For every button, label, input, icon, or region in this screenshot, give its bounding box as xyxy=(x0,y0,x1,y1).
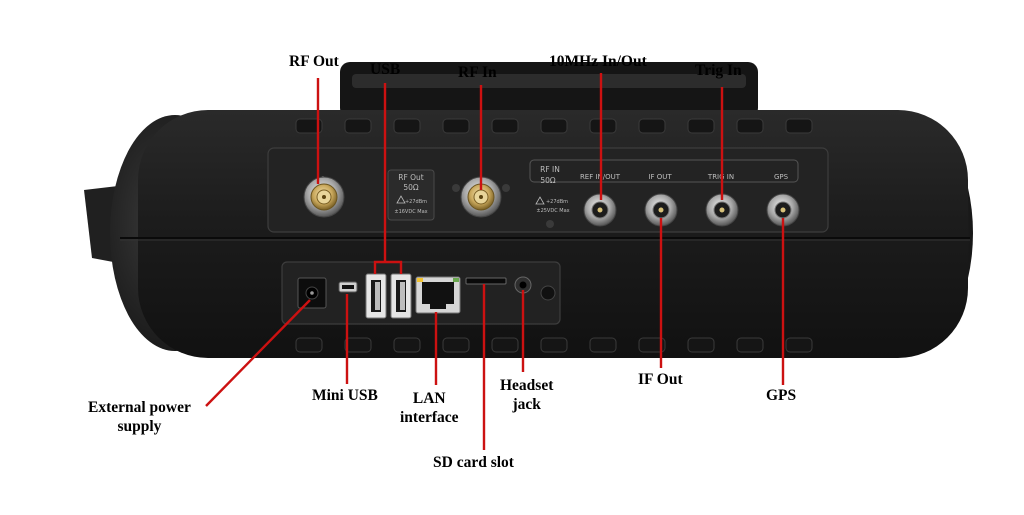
rf-in-panel-power: +27dBm xyxy=(546,199,568,205)
label-usb: USB xyxy=(370,60,400,79)
rf-out-panel-power: +27dBm xyxy=(405,199,427,205)
rf-connector-panel xyxy=(267,147,829,233)
rf-in-connector xyxy=(452,176,554,228)
label-10mhz: 10MHz In/Out xyxy=(549,52,647,71)
leader-usb-bracket xyxy=(373,260,403,274)
rf-in-panel-impedance: 50Ω xyxy=(540,176,556,185)
label-trig-in-text: Trig In xyxy=(695,62,742,79)
label-gps-text: GPS xyxy=(766,387,797,404)
rf-out-panel-impedance: 50Ω xyxy=(403,183,419,192)
warning-icon xyxy=(535,196,545,205)
trig-in-panel-label: TRIG IN xyxy=(707,173,734,181)
rf-in-spec: RF IN 50Ω +27dBm ±25VDC Max xyxy=(535,165,570,214)
label-gps: GPS xyxy=(766,386,796,405)
trig-in-connector xyxy=(705,193,739,227)
label-lan-line1: LAN xyxy=(412,390,446,407)
label-sd-card: SD card slot xyxy=(433,453,514,472)
label-headset-line1: Headset xyxy=(500,377,554,394)
if-out-panel-label: IF OUT xyxy=(648,173,672,181)
label-lan-line2: interface xyxy=(400,409,459,426)
rf-in-panel-vdc: ±25VDC Max xyxy=(536,208,569,214)
sd-card-slot xyxy=(465,277,507,285)
label-sd-card-text: SD card slot xyxy=(433,454,514,471)
label-ext-power-line2: supply xyxy=(117,418,162,435)
label-headset: Headset jack xyxy=(500,376,553,414)
leader-ext-power xyxy=(205,299,311,407)
rf-out-panel-vdc: ±16VDC Max xyxy=(394,209,427,215)
mini-usb-port xyxy=(338,281,358,293)
label-headset-line2: jack xyxy=(512,396,541,413)
label-usb-text: USB xyxy=(370,61,401,78)
grip-bumps xyxy=(295,118,813,353)
label-lan: LAN interface xyxy=(400,389,459,427)
label-ext-power-line1: External power xyxy=(88,399,191,416)
label-rf-in-text: RF In xyxy=(458,64,497,81)
usb-port-1 xyxy=(365,273,387,319)
label-trig-in: Trig In xyxy=(695,61,742,80)
if-out-connector xyxy=(644,193,678,227)
label-mini-usb-text: Mini USB xyxy=(312,387,378,404)
label-mini-usb: Mini USB xyxy=(312,386,378,405)
label-rf-out-text: RF Out xyxy=(289,53,339,70)
label-if-out-text: IF Out xyxy=(638,371,683,388)
dc-power-jack xyxy=(297,277,327,309)
usb-port-2 xyxy=(390,273,412,319)
carry-handle xyxy=(340,62,758,118)
warning-icon xyxy=(396,195,406,204)
rf-out-panel-label: RF Out xyxy=(398,173,424,182)
label-rf-out: RF Out xyxy=(289,52,339,71)
label-rf-in: RF In xyxy=(458,63,497,82)
rf-in-panel-label: RF IN xyxy=(540,165,560,174)
label-if-out: IF Out xyxy=(638,370,683,389)
lan-port xyxy=(415,276,461,314)
gps-panel-label: GPS xyxy=(774,173,789,181)
gps-connector xyxy=(766,193,800,227)
headset-jack xyxy=(514,276,556,301)
rf-out-spec-box: RF Out 50Ω +27dBm ±16VDC Max xyxy=(387,169,435,221)
label-ext-power: External power supply xyxy=(88,398,191,436)
ref-inout-connector xyxy=(583,193,617,227)
label-10mhz-text: 10MHz In/Out xyxy=(549,53,647,70)
leader-lines xyxy=(205,73,785,450)
rf-out-connector xyxy=(303,176,345,218)
